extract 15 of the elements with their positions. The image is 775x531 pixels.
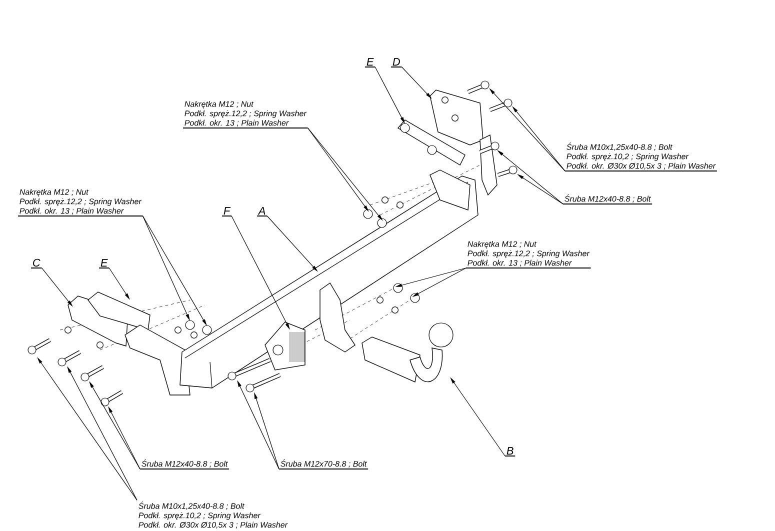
callout-label: Śruba M10x1,25x40-8.8 ; Bolt Podkł. spręż.10,2 ; Spring Washer Podkł. okr. Ø30x Ø10,5x 3 ; Plain Washer <box>138 502 288 529</box>
callout-label: Śruba M12x40-8.8 ; Bolt <box>140 459 230 470</box>
callout-label: Nakrętka M12 ; Nut Podkł. spręż.12,2 ; Spring Washer Podkł. okr. 13 ; Plain Washer <box>18 188 144 216</box>
callout-label: Śruba M12x70-8.8 ; Bolt <box>278 459 369 470</box>
part-letter: D <box>390 58 402 68</box>
callout-label: Śruba M12x40-8.8 ; Bolt <box>562 194 653 204</box>
part-letter: F <box>222 207 232 216</box>
callout-label: Śruba M10x1,25x40-8.8 ; Bolt Podkł. spręż.10,2 ; Spring Washer Podkł. okr. Ø30x Ø10,5x 3 ; Plain Washer <box>564 142 718 172</box>
part-letter: C <box>30 258 42 268</box>
part-letter: E <box>364 58 376 68</box>
callout-label: Nakrętka M12 ; Nut Podkł. spręż.12,2 ; Spring Washer Podkł. okr. 13 ; Plain Washer <box>466 240 592 268</box>
part-letter: A <box>256 207 268 216</box>
part-letter: B <box>504 447 516 456</box>
part-letter: E <box>98 259 110 268</box>
callout-label: Nakrętka M12 ; Nut Podkł. spręż.12,2 ; Spring Washer Podkł. okr. 13 ; Plain Washer <box>182 100 308 128</box>
